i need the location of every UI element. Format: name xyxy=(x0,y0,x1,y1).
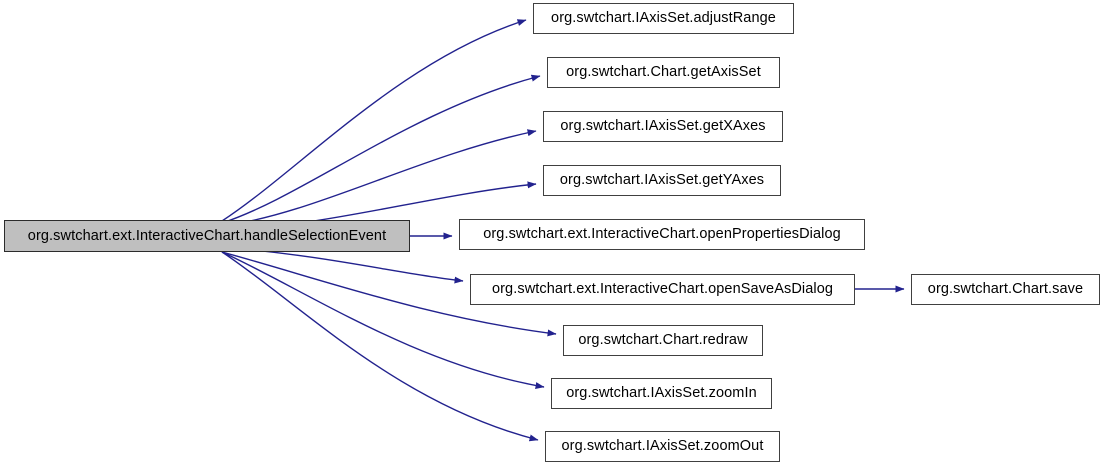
graph-edge-root-to-openSaveAsDialog xyxy=(221,246,464,284)
graph-node-zoomIn[interactable]: org.swtchart.IAxisSet.zoomIn xyxy=(551,378,772,409)
graph-edge-root-to-getXAxes xyxy=(221,129,537,227)
graph-node-label: org.swtchart.Chart.save xyxy=(927,281,1084,298)
graph-node-label: org.swtchart.IAxisSet.getYAxes xyxy=(559,172,765,189)
graph-node-label: org.swtchart.ext.InteractiveChart.openPr… xyxy=(483,226,841,243)
graph-node-label: org.swtchart.ext.InteractiveChart.handle… xyxy=(27,227,387,244)
graph-edge-root-to-zoomOut xyxy=(221,251,539,442)
graph-node-label: org.swtchart.IAxisSet.getXAxes xyxy=(560,118,766,135)
graph-node-label: org.swtchart.IAxisSet.zoomIn xyxy=(566,385,757,402)
graph-node-root[interactable]: org.swtchart.ext.InteractiveChart.handle… xyxy=(4,220,410,252)
graph-node-zoomOut[interactable]: org.swtchart.IAxisSet.zoomOut xyxy=(545,431,780,462)
graph-node-openSaveAsDialog[interactable]: org.swtchart.ext.InteractiveChart.openSa… xyxy=(470,274,855,305)
graph-node-label: org.swtchart.Chart.getAxisSet xyxy=(566,64,761,81)
graph-node-label: org.swtchart.IAxisSet.zoomOut xyxy=(561,438,764,455)
graph-node-getAxisSet[interactable]: org.swtchart.Chart.getAxisSet xyxy=(547,57,780,88)
graph-node-getXAxes[interactable]: org.swtchart.IAxisSet.getXAxes xyxy=(543,111,783,142)
graph-node-label: org.swtchart.Chart.redraw xyxy=(578,332,748,349)
graph-node-getYAxes[interactable]: org.swtchart.IAxisSet.getYAxes xyxy=(543,165,781,196)
graph-edge-root-to-zoomIn xyxy=(221,251,545,389)
graph-node-redraw[interactable]: org.swtchart.Chart.redraw xyxy=(563,325,763,356)
graph-node-save[interactable]: org.swtchart.Chart.save xyxy=(911,274,1100,305)
graph-node-label: org.swtchart.ext.InteractiveChart.openSa… xyxy=(491,281,834,298)
graph-node-adjustRange[interactable]: org.swtchart.IAxisSet.adjustRange xyxy=(533,3,794,34)
graph-node-label: org.swtchart.IAxisSet.adjustRange xyxy=(551,10,776,27)
graph-node-openPropertiesDialog[interactable]: org.swtchart.ext.InteractiveChart.openPr… xyxy=(459,219,865,250)
graph-edge-root-to-adjustRange xyxy=(221,19,527,222)
graph-edge-root-to-getAxisSet xyxy=(221,74,541,224)
graph-edge-root-to-redraw xyxy=(221,251,557,337)
